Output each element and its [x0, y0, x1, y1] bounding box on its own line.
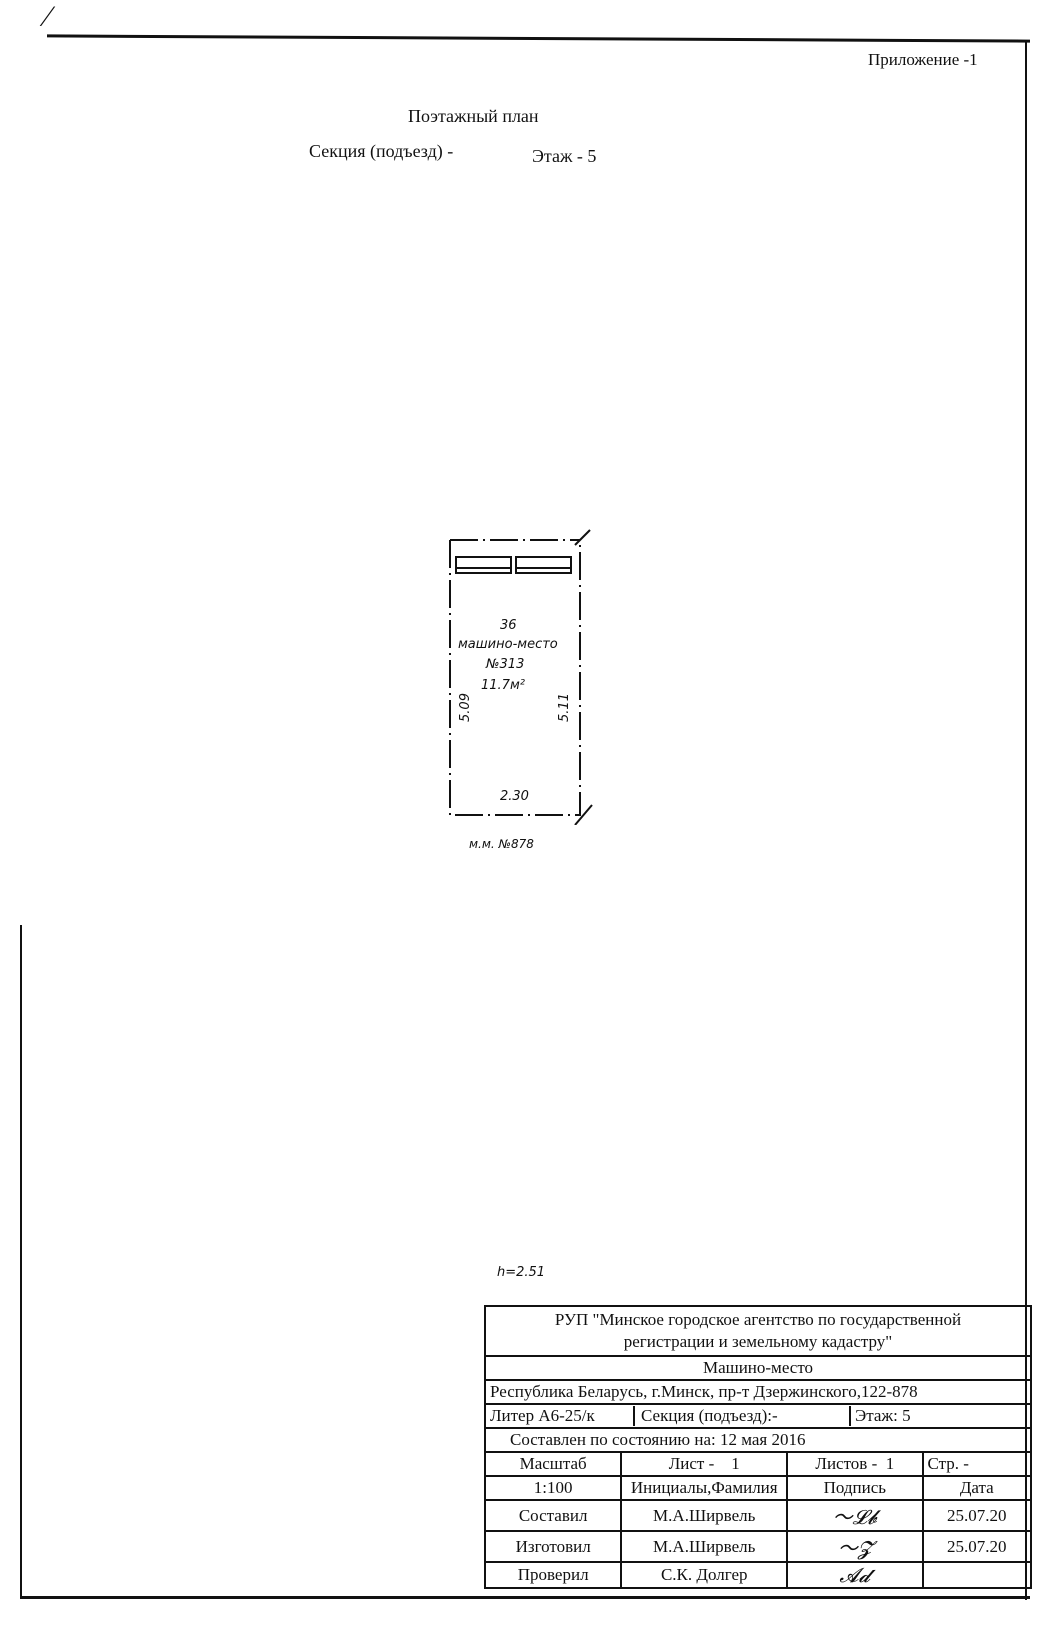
- floor-plan-drawing: [449, 529, 593, 825]
- neighbor-label: м.м. №878: [469, 837, 534, 851]
- bottom-dimension: 2.30: [500, 789, 529, 804]
- role: Изготовил: [483, 1530, 623, 1563]
- org-line2: регистрации и земельному кадастру": [623, 1332, 893, 1351]
- person-name: С.К. Долгер: [620, 1561, 789, 1589]
- room-number: 36: [500, 618, 517, 633]
- person-name: М.А.Ширвель: [620, 1499, 789, 1532]
- left-dimension: 5.09: [457, 693, 473, 722]
- right-dimension: 5.11: [556, 693, 572, 722]
- frame-left-border: [20, 925, 22, 1597]
- floor-label: Этаж - 5: [532, 146, 597, 166]
- sheet: Лист - 1: [620, 1451, 789, 1477]
- stamp-floor: Этаж: 5: [855, 1406, 911, 1425]
- address: Республика Беларусь, г.Минск, пр-т Дзерж…: [484, 1379, 1032, 1405]
- title-block: РУП "Минское городское агентство по госу…: [483, 1305, 1033, 1589]
- sheets: Листов - 1: [786, 1451, 924, 1477]
- role: Проверил: [483, 1561, 623, 1589]
- parking-number: №313: [486, 657, 525, 672]
- wall-element-right: [515, 556, 572, 574]
- compiled-state: Составлен по состоянию на: 12 мая 2016: [484, 1427, 1032, 1453]
- signature: 〜𝓩: [786, 1530, 924, 1563]
- stamp-section: Секция (подъезд):-: [635, 1406, 851, 1426]
- date: [921, 1561, 1033, 1589]
- liter: Литер А6-25/к: [487, 1406, 635, 1426]
- col-date: Дата: [921, 1475, 1033, 1501]
- scale-label: Масштаб: [483, 1451, 623, 1477]
- role: Составил: [483, 1499, 623, 1532]
- frame-right-border: [1025, 40, 1027, 1600]
- col-name: Инициалы,Фамилия: [620, 1475, 789, 1501]
- section-label: Секция (подъезд) -: [309, 141, 454, 161]
- appendix-label: Приложение -1: [868, 50, 978, 69]
- frame-bottom-border: [20, 1596, 1030, 1599]
- page-title: Поэтажный план: [408, 106, 539, 126]
- date: 25.07.20: [921, 1530, 1033, 1563]
- corner-mark: ⁄: [45, 0, 51, 33]
- room-type: машино-место: [458, 637, 558, 652]
- org-line1: РУП "Минское городское агентство по госу…: [554, 1310, 962, 1329]
- person-name: М.А.Ширвель: [620, 1530, 789, 1563]
- date: 25.07.20: [921, 1499, 1033, 1532]
- scale-value: 1:100: [483, 1475, 623, 1501]
- object-type: Машино-место: [484, 1355, 1032, 1381]
- room-area: 11.7м²: [481, 678, 525, 693]
- wall-element-left: [455, 556, 512, 574]
- organization-cell: РУП "Минское городское агентство по госу…: [484, 1305, 1032, 1357]
- page: Стр. -: [921, 1451, 1033, 1477]
- col-sign: Подпись: [786, 1475, 924, 1501]
- ceiling-height: h=2.51: [497, 1265, 546, 1280]
- frame-top-border: [46, 34, 1031, 43]
- signature: 𝓐𝓭: [786, 1561, 924, 1589]
- signature: 〜𝓛𝓫: [786, 1499, 924, 1532]
